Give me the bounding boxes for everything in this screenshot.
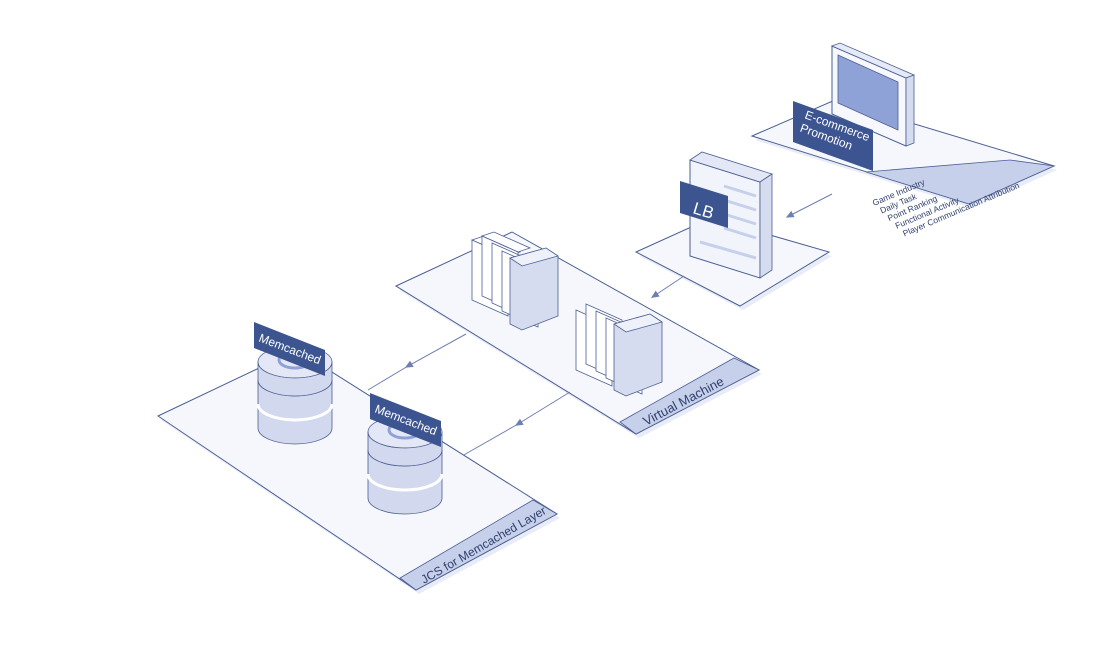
arrow-icon: [461, 391, 571, 457]
db2-label-tag: [370, 393, 441, 447]
server-rack-icon: [470, 231, 559, 331]
lb-platform: LB: [634, 151, 832, 310]
vm-platform-label-strip: [619, 357, 760, 435]
db1-label-tag: [254, 322, 325, 376]
lb-badge: [680, 181, 728, 228]
client-platform: E-commerce Promotion Game Industry Daily…: [750, 42, 1057, 238]
arrow-icon: [651, 275, 685, 298]
server-rack-icon: [575, 303, 663, 397]
arrow-icon: [367, 333, 467, 391]
cache-platform-label-strip: [399, 499, 558, 591]
client-banner: [793, 101, 873, 171]
arrow-icon: [785, 193, 833, 218]
cache-platform-top: [156, 349, 558, 591]
load-balancer-icon: [689, 151, 773, 279]
cache-platform: Memcached Memcached JCS for Memcached La…: [156, 322, 560, 594]
client-platform-label-strip: [865, 159, 1056, 205]
